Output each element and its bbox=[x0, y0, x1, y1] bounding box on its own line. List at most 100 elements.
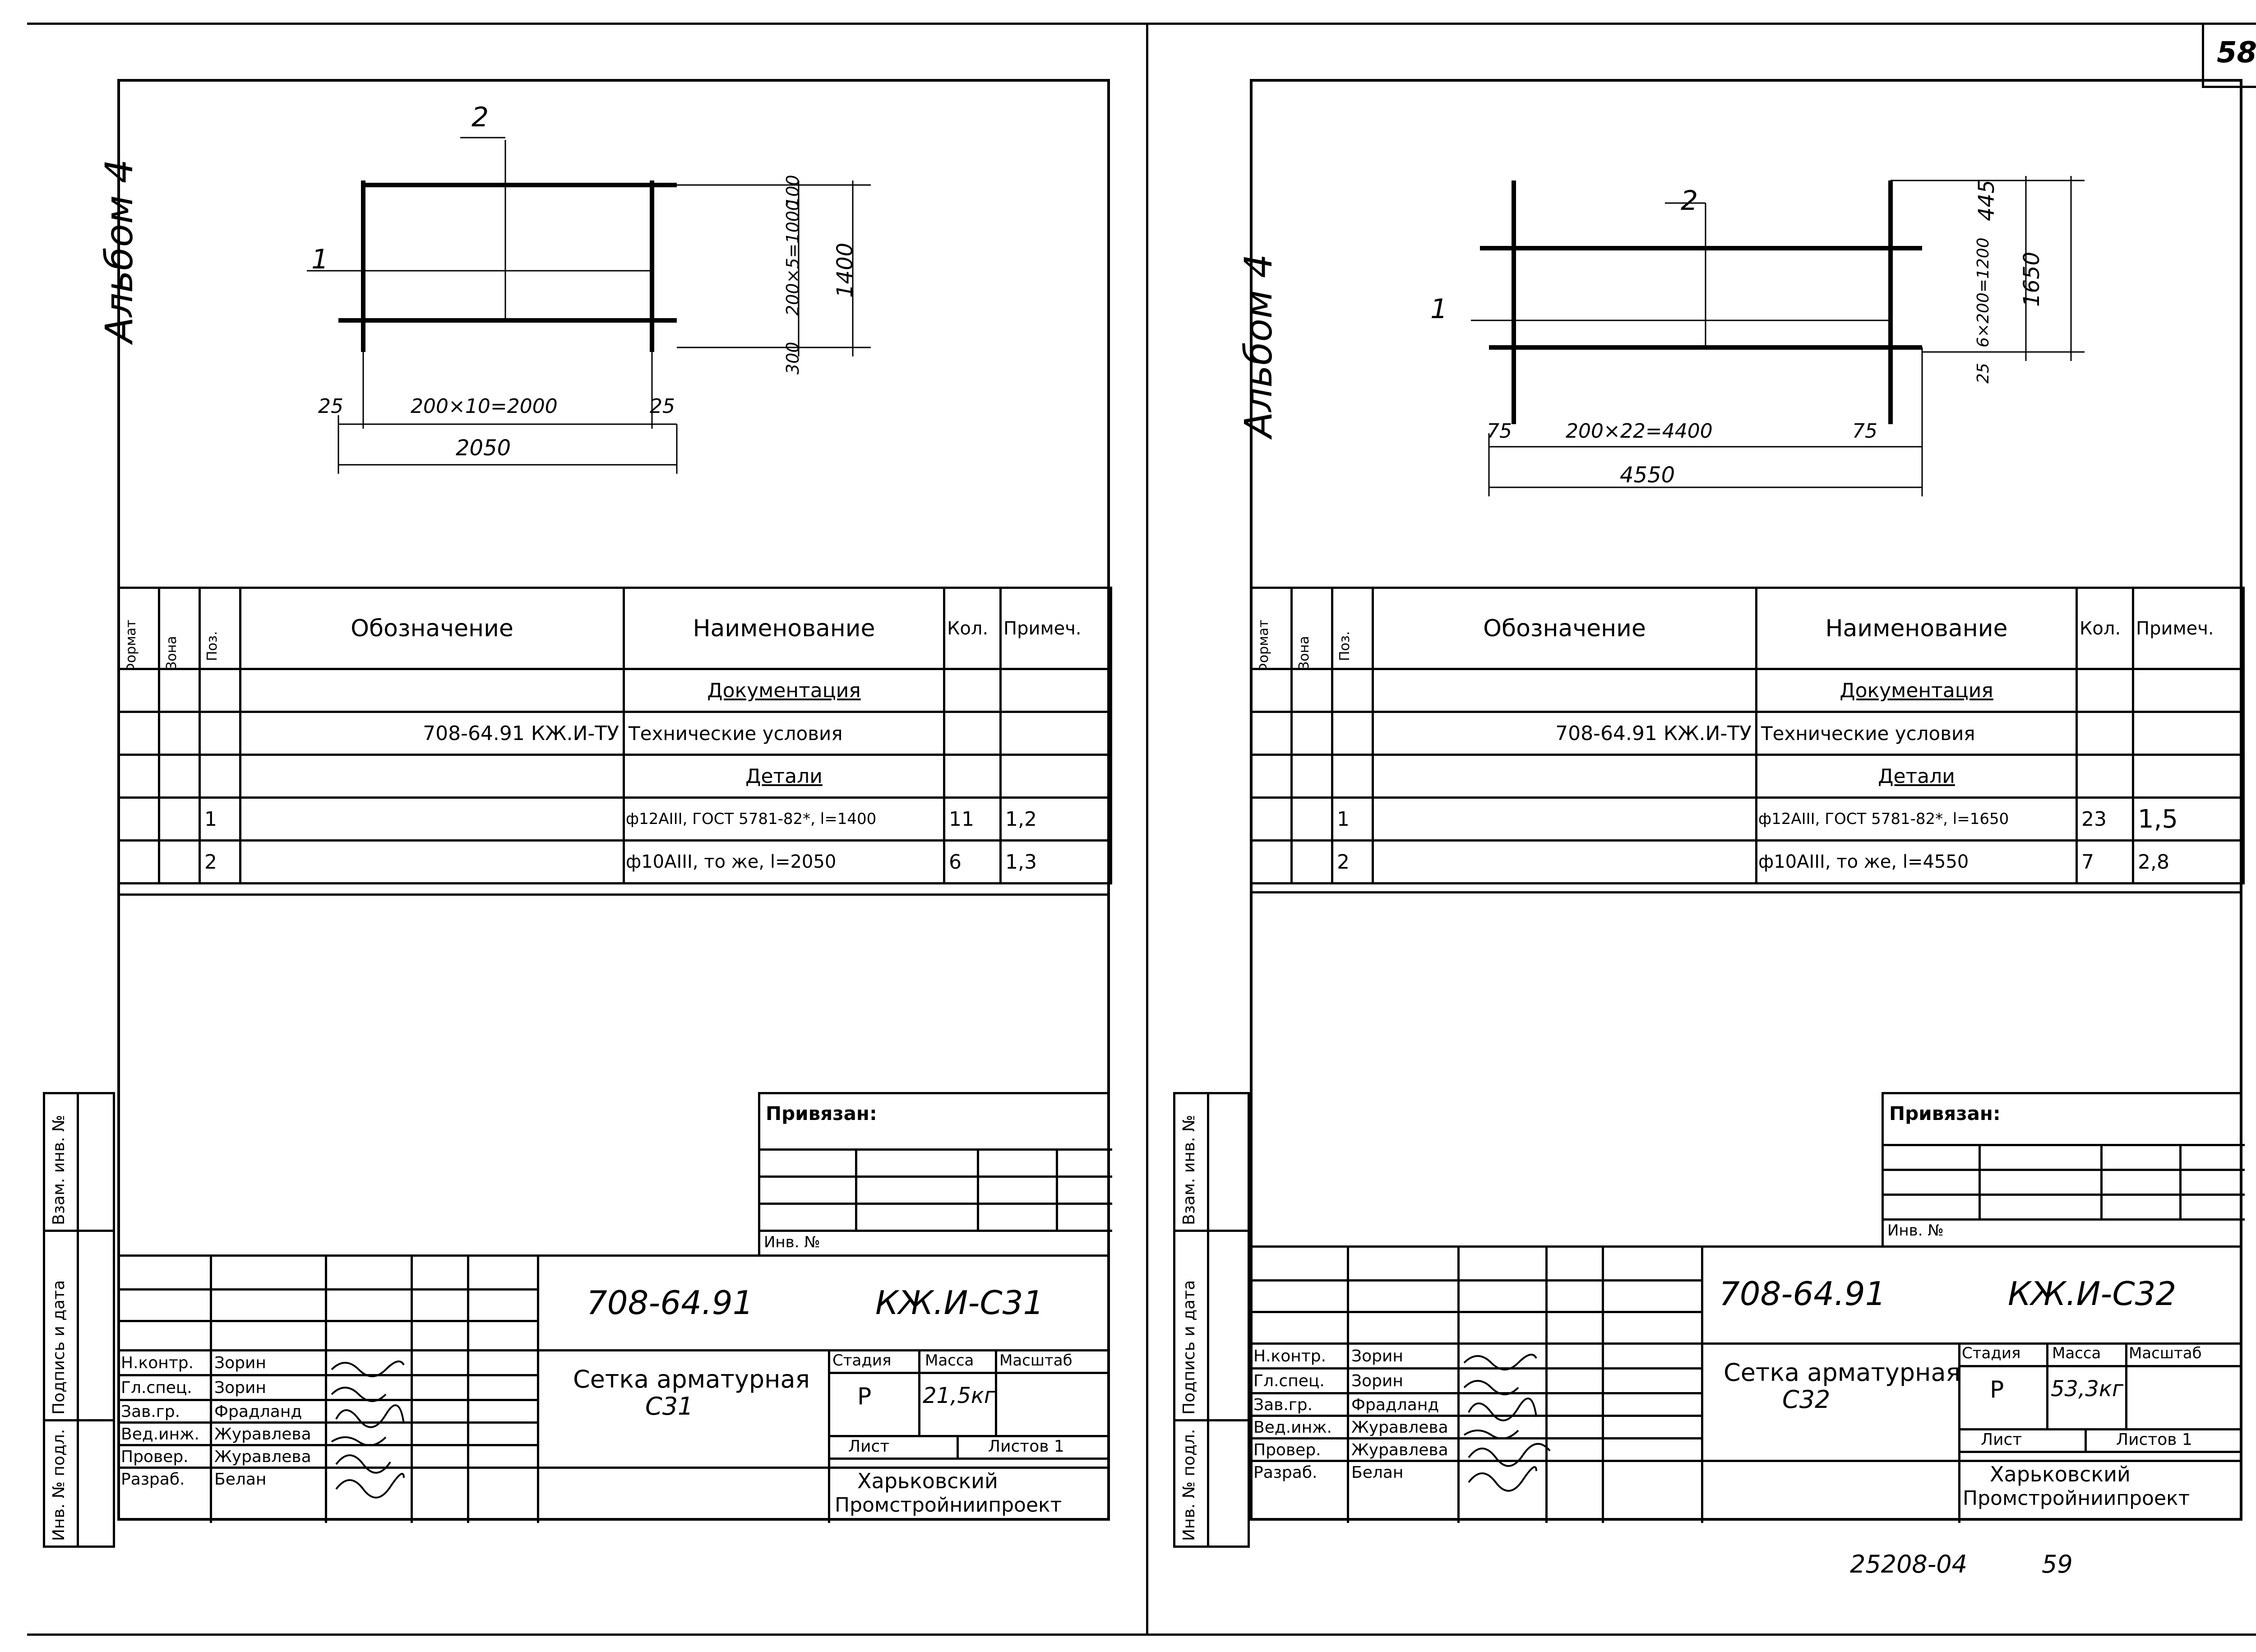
privyazan-label: Привязан: bbox=[1889, 1102, 2001, 1124]
person-zav-gr: Фрадланд bbox=[214, 1402, 302, 1421]
massa-label: Масса bbox=[925, 1351, 974, 1370]
col-qty: Кол. bbox=[943, 587, 1002, 670]
side-stamp: Взам. инв. № Подпись и дата Инв. № подл. bbox=[1173, 1092, 1250, 1548]
col-zone: Зона bbox=[1290, 587, 1333, 670]
title-block: 708-64.91 КЖ.И-С31 Сетка арматурная С31 … bbox=[117, 1254, 1110, 1523]
role-prover: Провер. bbox=[121, 1448, 189, 1466]
table-row: Документация bbox=[117, 668, 1112, 713]
role-prover: Провер. bbox=[1253, 1441, 1321, 1459]
dim-left: 25 bbox=[318, 395, 343, 418]
stadia-label: Стадия bbox=[832, 1351, 892, 1370]
privyazan-block: Привязан: Инв. № bbox=[1882, 1092, 2245, 1245]
col-pos: Поз. bbox=[1331, 587, 1374, 670]
role-razrab: Разраб. bbox=[1253, 1463, 1318, 1482]
role-razrab: Разраб. bbox=[121, 1470, 185, 1489]
dim-mid: 200×22=4400 bbox=[1566, 420, 1713, 443]
side-stamp: Взам. инв. № Подпись и дата Инв. № подл. bbox=[43, 1092, 115, 1548]
col-name: Наименование bbox=[623, 587, 945, 670]
person-prover: Журавлева bbox=[1351, 1441, 1448, 1459]
role-n-kontr: Н.контр. bbox=[1253, 1347, 1327, 1365]
org-name-2: Промстройниипроект bbox=[1963, 1487, 2190, 1510]
person-prover: Журавлева bbox=[214, 1448, 311, 1466]
inv-no-label: Инв. № bbox=[764, 1233, 820, 1251]
person-ved-inzh: Журавлева bbox=[1351, 1418, 1448, 1437]
spec-bottom-line bbox=[1250, 891, 2242, 893]
table-row: Детали bbox=[1250, 754, 2245, 799]
person-n-kontr: Зорин bbox=[214, 1354, 266, 1372]
privyazan-block: Привязан: Инв. № bbox=[758, 1092, 1112, 1254]
sheet-code: КЖ.И-С31 bbox=[875, 1284, 1044, 1322]
stadia-label: Стадия bbox=[1962, 1344, 2021, 1362]
person-zav-gr: Фрадланд bbox=[1351, 1396, 1439, 1414]
dim-vtotal: 1400 bbox=[832, 242, 858, 298]
table-row: Документация bbox=[1250, 668, 2245, 713]
dim-total: 2050 bbox=[456, 435, 511, 461]
col-format: Формат bbox=[1250, 587, 1293, 670]
col-qty: Кол. bbox=[2076, 587, 2134, 670]
stamp-inv-orig: Инв. № подл. bbox=[50, 1429, 68, 1541]
center-divider bbox=[1146, 23, 1148, 1633]
table-row: Детали bbox=[117, 754, 1112, 799]
col-note: Примеч. bbox=[2132, 587, 2245, 670]
mesh-drawing bbox=[1471, 176, 2085, 496]
mass-value: 21,5кг bbox=[923, 1383, 996, 1408]
dim-mid: 200×10=2000 bbox=[411, 395, 558, 418]
sheet-c32: Альбом 4 2 1 75 200×22=4400 75 4550 445 … bbox=[1146, 0, 2256, 1652]
person-gl-spec: Зорин bbox=[214, 1379, 266, 1397]
spec-header-row: Формат Зона Поз. Обозначение Наименовани… bbox=[117, 587, 1112, 670]
stamp-sign-date: Подпись и дата bbox=[50, 1280, 68, 1415]
table-row: 708-64.91 КЖ.И-ТУ Технические условия bbox=[1250, 711, 2245, 756]
stage-value: Р bbox=[1990, 1376, 2004, 1403]
table-row: 708-64.91 КЖ.И-ТУ Технические условия bbox=[117, 711, 1112, 756]
role-zav-gr: Зав.гр. bbox=[1253, 1396, 1313, 1414]
page-number: 58 bbox=[2217, 36, 2256, 69]
stamp-inv-orig: Инв. № подл. bbox=[1180, 1429, 1198, 1541]
sheet-code: КЖ.И-С32 bbox=[2008, 1275, 2177, 1313]
stage-value: Р bbox=[857, 1383, 872, 1410]
stamp-replace-inv: Взам. инв. № bbox=[50, 1115, 68, 1225]
doc-code: 708-64.91 bbox=[1719, 1275, 1886, 1313]
pos2-callout: 2 bbox=[1681, 185, 1698, 217]
col-zone: Зона bbox=[158, 587, 201, 670]
role-n-kontr: Н.контр. bbox=[121, 1354, 194, 1372]
dim-left: 75 bbox=[1487, 420, 1512, 443]
bottom-border bbox=[27, 1633, 2256, 1636]
role-zav-gr: Зав.гр. bbox=[121, 1402, 180, 1421]
col-pos: Поз. bbox=[199, 587, 241, 670]
table-row: 2 ф10АIII, то же, l=2050 6 1,3 bbox=[117, 839, 1112, 884]
listov-label: Листов 1 bbox=[988, 1437, 1064, 1456]
spec-header-row: Формат Зона Поз. Обозначение Наименовани… bbox=[1250, 587, 2245, 670]
col-note: Примеч. bbox=[999, 587, 1112, 670]
col-name: Наименование bbox=[1755, 587, 2078, 670]
role-ved-inzh: Вед.инж. bbox=[1253, 1418, 1332, 1437]
dim-v1b: 6×200=1200 bbox=[1974, 237, 1992, 347]
list-label: Лист bbox=[1981, 1430, 2022, 1449]
massa-label: Масса bbox=[2052, 1344, 2101, 1362]
person-ved-inzh: Журавлева bbox=[214, 1425, 311, 1444]
drawing-name-2: С31 bbox=[645, 1392, 693, 1421]
pos2-callout: 2 bbox=[472, 102, 489, 133]
mesh-drawing bbox=[307, 137, 871, 474]
person-razrab: Белан bbox=[214, 1470, 267, 1489]
drawing-name: Сетка арматурная bbox=[573, 1365, 810, 1393]
stamp-sign-date: Подпись и дата bbox=[1180, 1280, 1198, 1415]
org-name: Харьковский bbox=[857, 1469, 998, 1493]
role-gl-spec: Гл.спец. bbox=[1253, 1372, 1325, 1390]
sheet-c31: Альбом 4 2 1 25 200×10=2000 25 2050 200×… bbox=[43, 79, 1112, 1548]
footer-page: 59 bbox=[2042, 1550, 2073, 1578]
dim-v2: 25 bbox=[1974, 363, 1992, 384]
dim-vtotal: 1650 bbox=[2019, 251, 2044, 307]
dim-v1b: 100 bbox=[783, 175, 803, 208]
signatures bbox=[331, 1360, 405, 1499]
footer-code: 25208-04 bbox=[1850, 1550, 1967, 1578]
table-row: 1 ф12АIII, ГОСТ 5781-82*, l=1650 23 1,5 bbox=[1250, 796, 2245, 842]
stamp-replace-inv: Взам. инв. № bbox=[1180, 1115, 1198, 1225]
col-designation: Обозначение bbox=[1372, 587, 1757, 670]
col-format: Формат bbox=[117, 587, 160, 670]
col-designation: Обозначение bbox=[239, 587, 625, 670]
listov-label: Листов 1 bbox=[2116, 1430, 2192, 1449]
dim-total: 4550 bbox=[1620, 463, 1675, 488]
drawing-name: Сетка арматурная bbox=[1724, 1358, 1961, 1387]
title-block: 708-64.91 КЖ.И-С32 Сетка арматурная С32 … bbox=[1250, 1245, 2242, 1523]
top-border bbox=[27, 23, 2256, 25]
